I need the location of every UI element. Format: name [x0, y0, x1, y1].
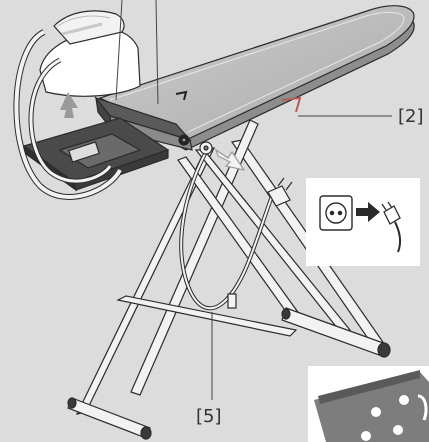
board-socket — [199, 141, 213, 155]
power-plug-icon — [267, 177, 293, 207]
iron-rest-detail-inset — [308, 366, 429, 442]
callout-label-5: [5] — [196, 406, 222, 427]
callout-label-2: [2] — [398, 106, 424, 127]
wall-socket-icon — [319, 195, 353, 231]
socket-inset — [306, 178, 420, 266]
supply-hose — [13, 29, 123, 200]
power-plug-icon — [381, 201, 402, 253]
power-cable — [179, 151, 274, 311]
ironing-board-top — [98, 5, 415, 151]
steam-iron-icon — [39, 10, 141, 97]
floor-bars — [67, 307, 391, 440]
direction-arrow-icon — [60, 92, 246, 171]
callout-lines — [115, 0, 392, 400]
